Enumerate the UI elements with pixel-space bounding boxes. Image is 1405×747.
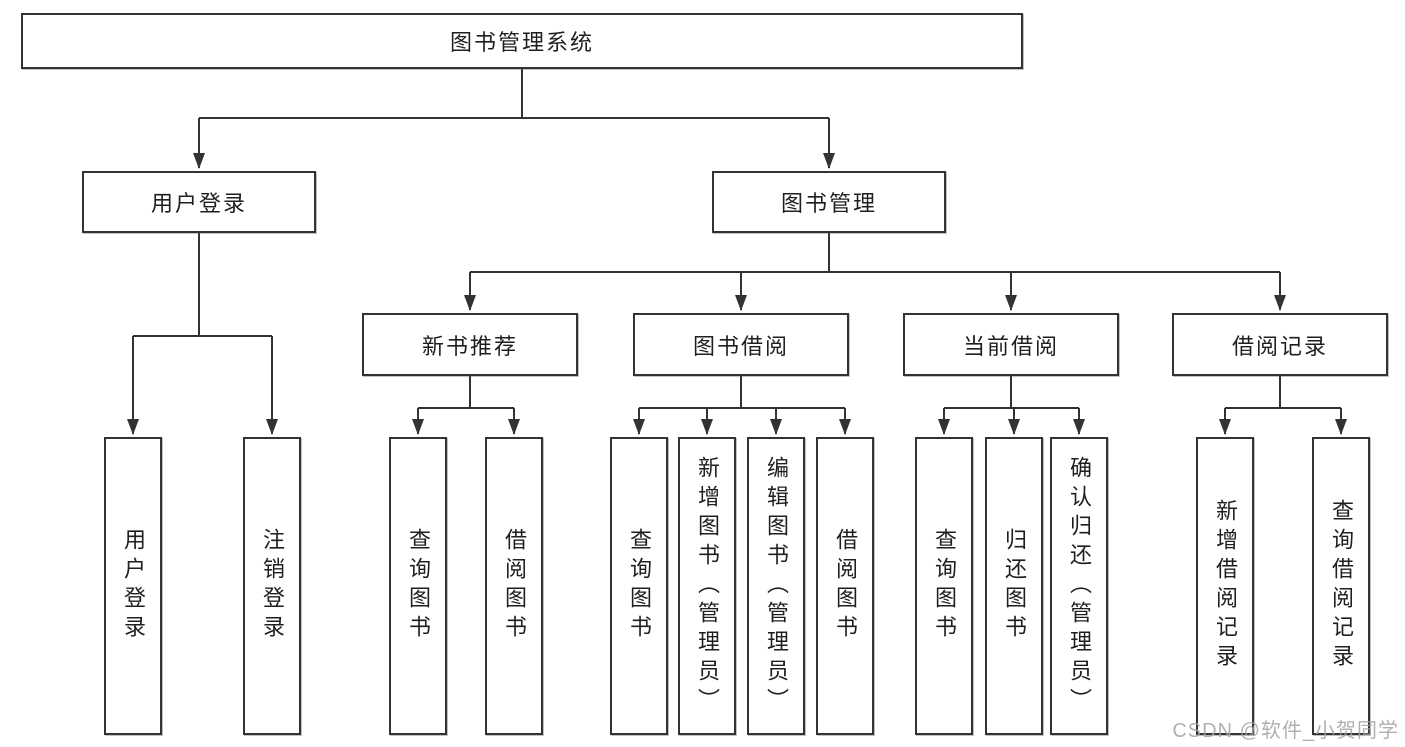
leaf-add-books-admin: 新增图书（管理员）: [678, 437, 736, 735]
node-book-borrowing: 图书借阅: [633, 313, 849, 376]
leaf-label: 借阅图书: [833, 528, 858, 644]
leaf-confirm-return-admin: 确认归还（管理员）: [1050, 437, 1108, 735]
node-label: 借阅记录: [1231, 333, 1328, 359]
leaf-label: 查询借阅记录: [1329, 499, 1354, 673]
node-book-management: 图书管理: [712, 171, 946, 233]
leaf-label: 确认归还（管理员）: [1067, 455, 1092, 717]
node-label: 图书管理: [780, 191, 877, 216]
leaf-logout: 注销登录: [243, 437, 301, 735]
node-label: 当前借阅: [962, 333, 1059, 359]
node-label: 新书推荐: [421, 333, 518, 359]
node-current-borrowing: 当前借阅: [903, 313, 1119, 376]
leaf-query-books: 查询图书: [915, 437, 973, 735]
node-user-login: 用户登录: [82, 171, 316, 233]
leaf-label: 归还图书: [1002, 528, 1027, 644]
leaf-label: 借阅图书: [502, 528, 527, 644]
leaf-borrow-books: 借阅图书: [485, 437, 543, 735]
node-label: 用户登录: [150, 191, 247, 216]
leaf-label: 新增借阅记录: [1213, 499, 1238, 673]
node-new-book-recommend: 新书推荐: [362, 313, 578, 376]
leaf-label: 查询图书: [932, 528, 957, 644]
node-root-system: 图书管理系统: [21, 13, 1023, 69]
leaf-add-borrow-record: 新增借阅记录: [1196, 437, 1254, 735]
leaf-label: 查询图书: [406, 528, 431, 644]
node-label: 图书借阅: [692, 333, 789, 359]
leaf-label: 用户登录: [121, 528, 146, 644]
leaf-query-books: 查询图书: [389, 437, 447, 735]
leaf-query-books: 查询图书: [610, 437, 668, 735]
leaf-query-borrow-record: 查询借阅记录: [1312, 437, 1370, 735]
node-label: 图书管理系统: [449, 30, 594, 55]
leaf-edit-books-admin: 编辑图书（管理员）: [747, 437, 805, 735]
leaf-label: 编辑图书（管理员）: [764, 455, 789, 717]
leaf-borrow-books: 借阅图书: [816, 437, 874, 735]
csdn-watermark: CSDN @软件_小贺同学: [1172, 720, 1399, 742]
leaf-label: 查询图书: [627, 528, 652, 644]
leaf-user-login: 用户登录: [104, 437, 162, 735]
leaf-return-books: 归还图书: [985, 437, 1043, 735]
node-borrowing-records: 借阅记录: [1172, 313, 1388, 376]
leaf-label: 注销登录: [260, 528, 285, 644]
leaf-label: 新增图书（管理员）: [695, 455, 720, 717]
